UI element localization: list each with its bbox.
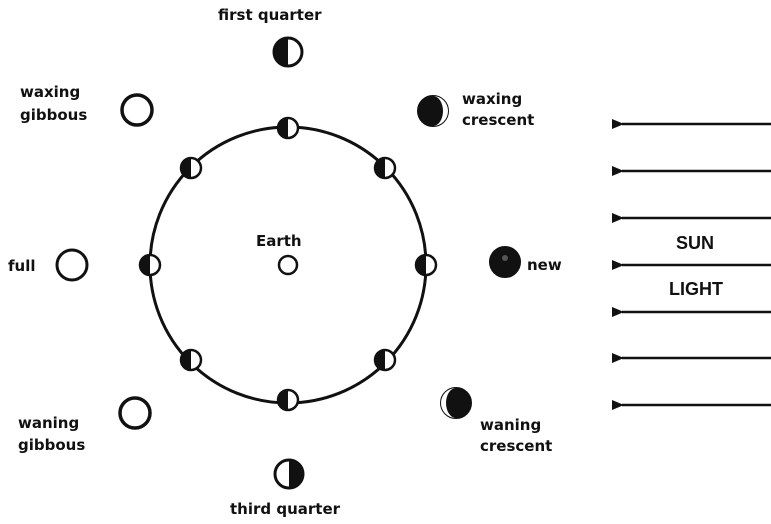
label-waxing-crescent-2: crescent: [462, 111, 534, 129]
sunlight-arrows: [622, 124, 771, 405]
phase-first-quarter: [274, 38, 302, 66]
orbit-moon-bottom-right: [375, 350, 395, 370]
label-new: new: [527, 256, 562, 274]
label-light: LIGHT: [669, 279, 723, 299]
phase-new: [490, 247, 520, 277]
orbit-moon-left: [140, 255, 160, 275]
label-sun: SUN: [676, 233, 714, 253]
phase-waxing-crescent: [418, 96, 448, 126]
phase-third-quarter: [275, 460, 303, 488]
orbit-moon-top-left: [181, 158, 201, 178]
orbit-moon-top: [278, 118, 298, 138]
label-full: full: [8, 257, 36, 275]
label-third-quarter: third quarter: [230, 500, 341, 518]
phase-waning-crescent: [441, 388, 471, 418]
label-waxing-gibbous-2: gibbous: [20, 106, 87, 124]
orbit-moon-right: [416, 255, 436, 275]
orbit-moon-bottom: [278, 390, 298, 410]
phase-waning-gibbous: [120, 398, 150, 428]
label-waxing-gibbous-1: waxing: [20, 83, 80, 101]
label-waning-crescent-2: crescent: [480, 437, 552, 455]
orbit-moon-bottom-left: [181, 350, 201, 370]
earth: [279, 256, 297, 274]
orbit-moon-top-right: [375, 158, 395, 178]
phase-waxing-gibbous: [122, 95, 152, 125]
phase-full: [57, 250, 87, 280]
earth-label: Earth: [256, 232, 302, 250]
label-waning-gibbous-1: waning: [18, 414, 79, 432]
label-first-quarter: first quarter: [218, 6, 322, 24]
label-waning-gibbous-2: gibbous: [18, 436, 85, 454]
label-waning-crescent-1: waning: [480, 416, 541, 434]
label-waxing-crescent-1: waxing: [462, 90, 522, 108]
